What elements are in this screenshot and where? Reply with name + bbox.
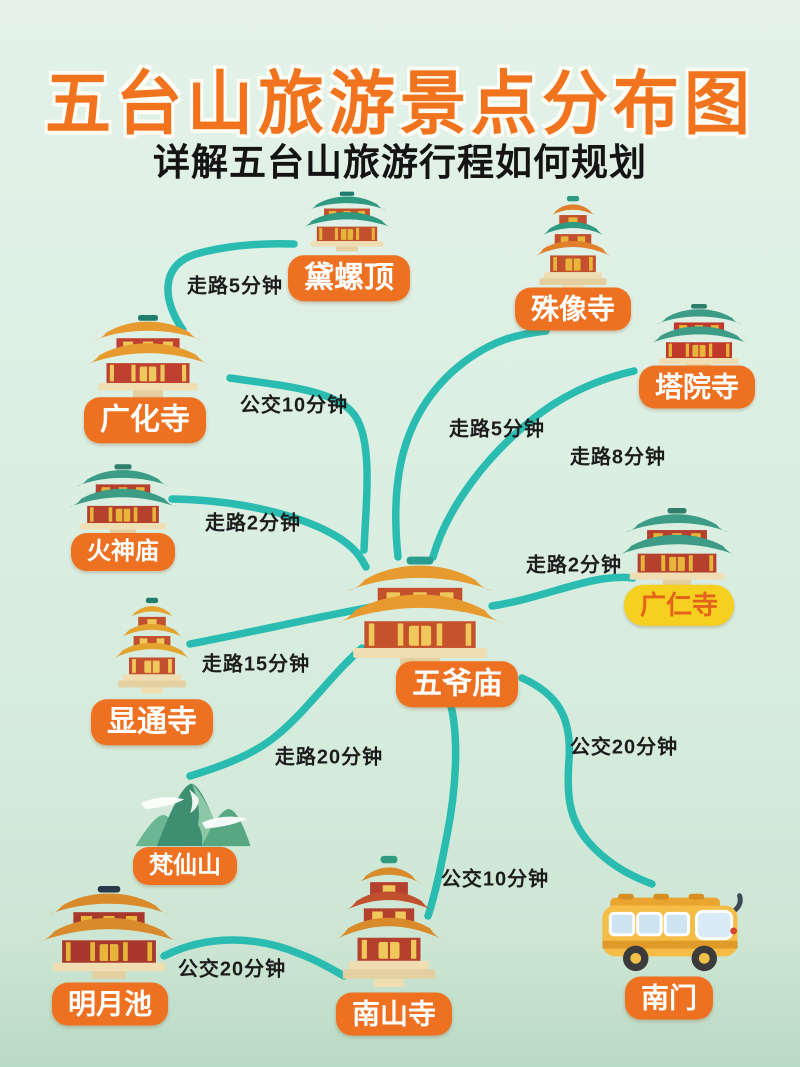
page-subtitle: 详解五台山旅游行程如何规划 xyxy=(153,142,647,183)
route-time-label: 公交10分钟 xyxy=(239,394,349,417)
location-label-shuxiangsi: 殊像寺 xyxy=(514,287,632,331)
temple-hall-icon xyxy=(614,502,740,588)
route-huoshenmiao-wuyemiao xyxy=(168,495,370,571)
location-label-guanghuasi: 广化寺 xyxy=(84,397,206,443)
location-label-guangrensi: 广仁寺 xyxy=(623,584,735,626)
location-label-nanshansi: 南山寺 xyxy=(335,992,453,1036)
route-guanghuasi-wuyemiao xyxy=(226,374,371,554)
location-label-wuyemiao: 五爷庙 xyxy=(396,661,518,707)
route-mingyuechi-nanshansi xyxy=(160,936,348,980)
route-wuyemiao-guangrensi xyxy=(488,573,637,610)
route-time-label: 走路2分钟 xyxy=(204,512,302,535)
page-title: 五台山旅游景点分布图 xyxy=(45,64,755,143)
location-label-tayuansi: 塔院寺 xyxy=(638,365,756,409)
route-wuyemiao-nanshansi xyxy=(424,702,460,920)
temple-tower-icon xyxy=(106,590,198,702)
location-label-dailuoding: 黛螺顶 xyxy=(288,255,410,301)
route-wuyemiao-shuxiangsi xyxy=(391,327,550,561)
bus-icon xyxy=(594,880,746,974)
route-guanghuasi-dailuoding xyxy=(164,240,298,334)
route-wuyemiao-nanmen xyxy=(518,674,656,888)
route-wuyemiao-tayuansi xyxy=(429,367,638,561)
route-time-label: 走路2分钟 xyxy=(525,554,623,577)
route-time-label: 走路5分钟 xyxy=(448,418,546,441)
location-label-xiantongsi: 显通寺 xyxy=(91,699,213,745)
temple-tower-icon xyxy=(520,196,626,292)
location-label-mingyuechi: 明月池 xyxy=(51,982,169,1026)
location-label-huoshenmiao: 火神庙 xyxy=(71,533,175,571)
route-time-label: 走路15分钟 xyxy=(201,653,311,676)
temple-tower-icon xyxy=(326,850,452,994)
temple-hall-icon xyxy=(60,460,186,536)
location-label-nanmen: 南门 xyxy=(624,976,714,1020)
temple-hall-icon xyxy=(282,188,412,252)
temple-hall-icon xyxy=(64,310,232,398)
temple-hall-icon xyxy=(628,300,770,370)
route-time-label: 公交10分钟 xyxy=(440,868,550,891)
temple-hall-icon xyxy=(305,550,535,668)
route-wuyemiao-fanxianshan xyxy=(186,644,366,780)
route-time-label: 公交20分钟 xyxy=(177,958,287,981)
route-time-label: 公交20分钟 xyxy=(569,736,679,759)
mountain-icon xyxy=(128,770,258,852)
temple-hall-icon xyxy=(34,880,184,980)
route-time-label: 走路20分钟 xyxy=(274,746,384,769)
location-label-fanxianshan: 梵仙山 xyxy=(133,847,237,885)
route-time-label: 走路8分钟 xyxy=(569,446,667,469)
route-time-label: 走路5分钟 xyxy=(186,275,284,298)
